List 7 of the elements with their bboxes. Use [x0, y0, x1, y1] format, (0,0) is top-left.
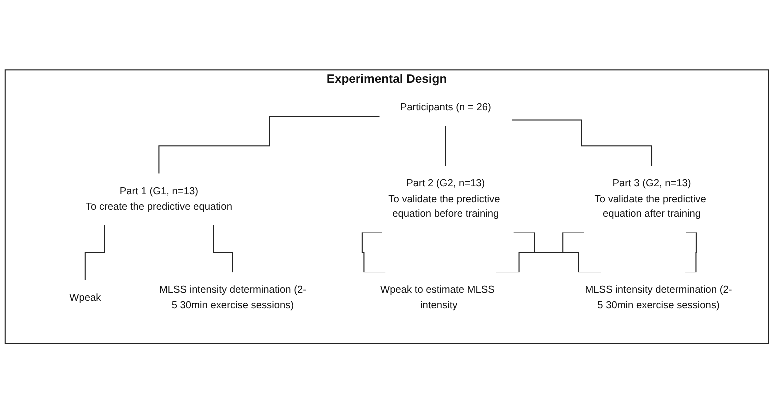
node-text: Wpeak [70, 292, 102, 304]
connector [445, 125, 446, 167]
connector [512, 120, 653, 167]
connector [158, 116, 380, 175]
node-text: MLSS intensity determination (2-5 30min exercise sessions) [585, 284, 732, 312]
node-text: Participants (n = 26) [400, 102, 492, 114]
node-text: MLSS intensity determination (2-5 30min exercise sessions) [159, 284, 307, 312]
